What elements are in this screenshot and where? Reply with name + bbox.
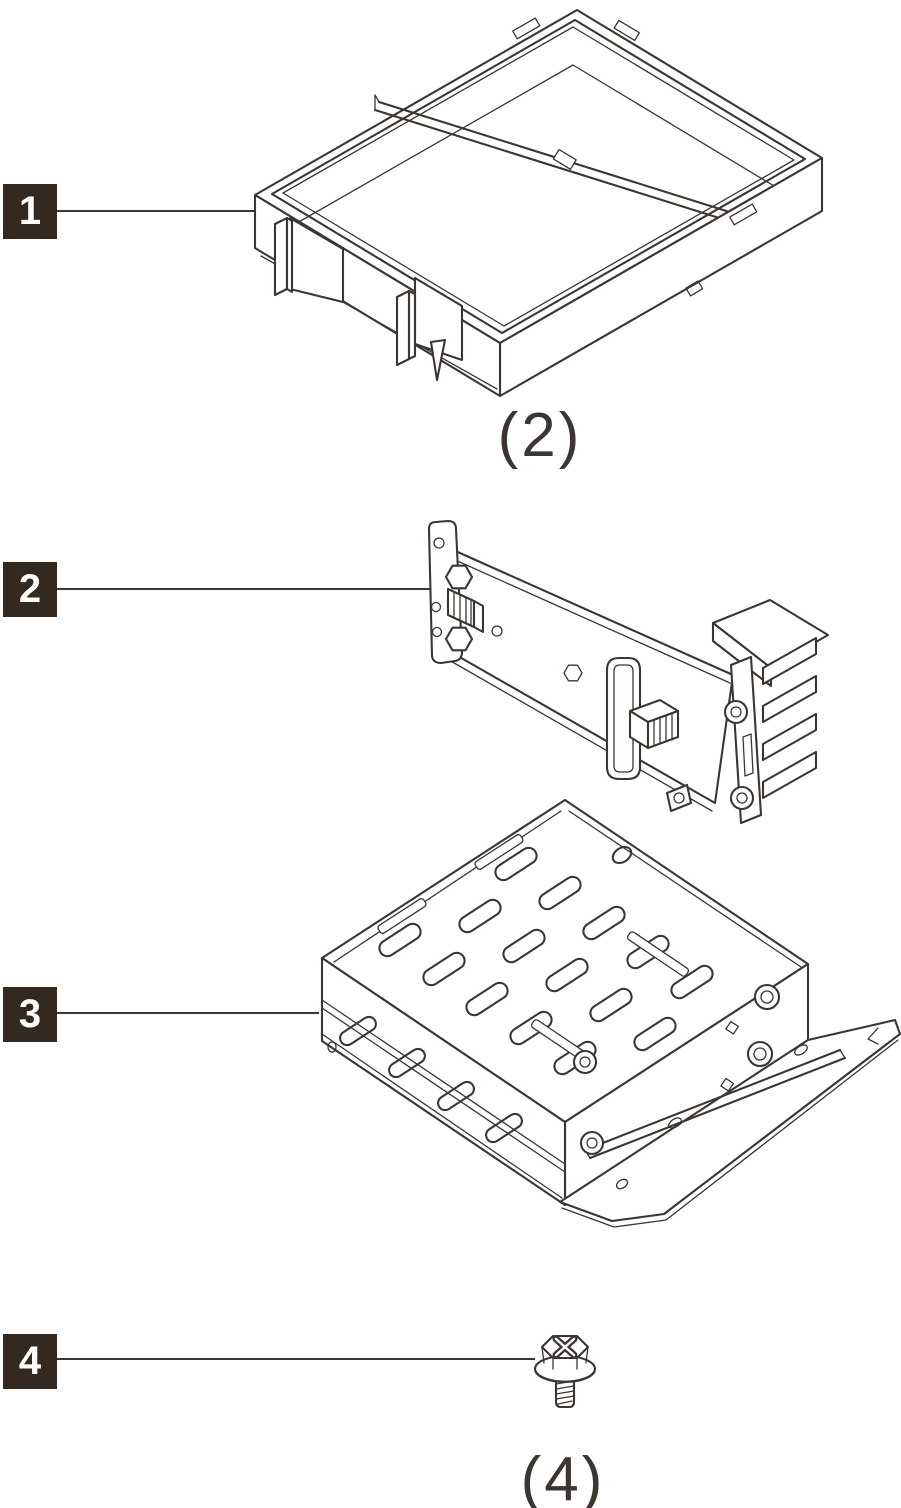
quantity-label-screw: (4): [520, 1445, 606, 1508]
backplane-illustration: [415, 515, 865, 835]
drive-cage-illustration: [312, 792, 901, 1228]
bay-filler-illustration: [225, 2, 840, 398]
quantity-label-bay-filler: (2): [497, 401, 583, 470]
callout-label-4: 4: [3, 1334, 57, 1389]
callout-label-3: 3: [3, 987, 57, 1042]
callout-line-4: [57, 1358, 535, 1360]
screw-illustration: [522, 1318, 612, 1413]
callout-line-2: [57, 588, 433, 590]
callout-label-2: 2: [3, 562, 57, 617]
callout-label-1: 1: [3, 184, 57, 239]
callout-line-1: [57, 210, 263, 212]
callout-line-3: [57, 1012, 319, 1014]
